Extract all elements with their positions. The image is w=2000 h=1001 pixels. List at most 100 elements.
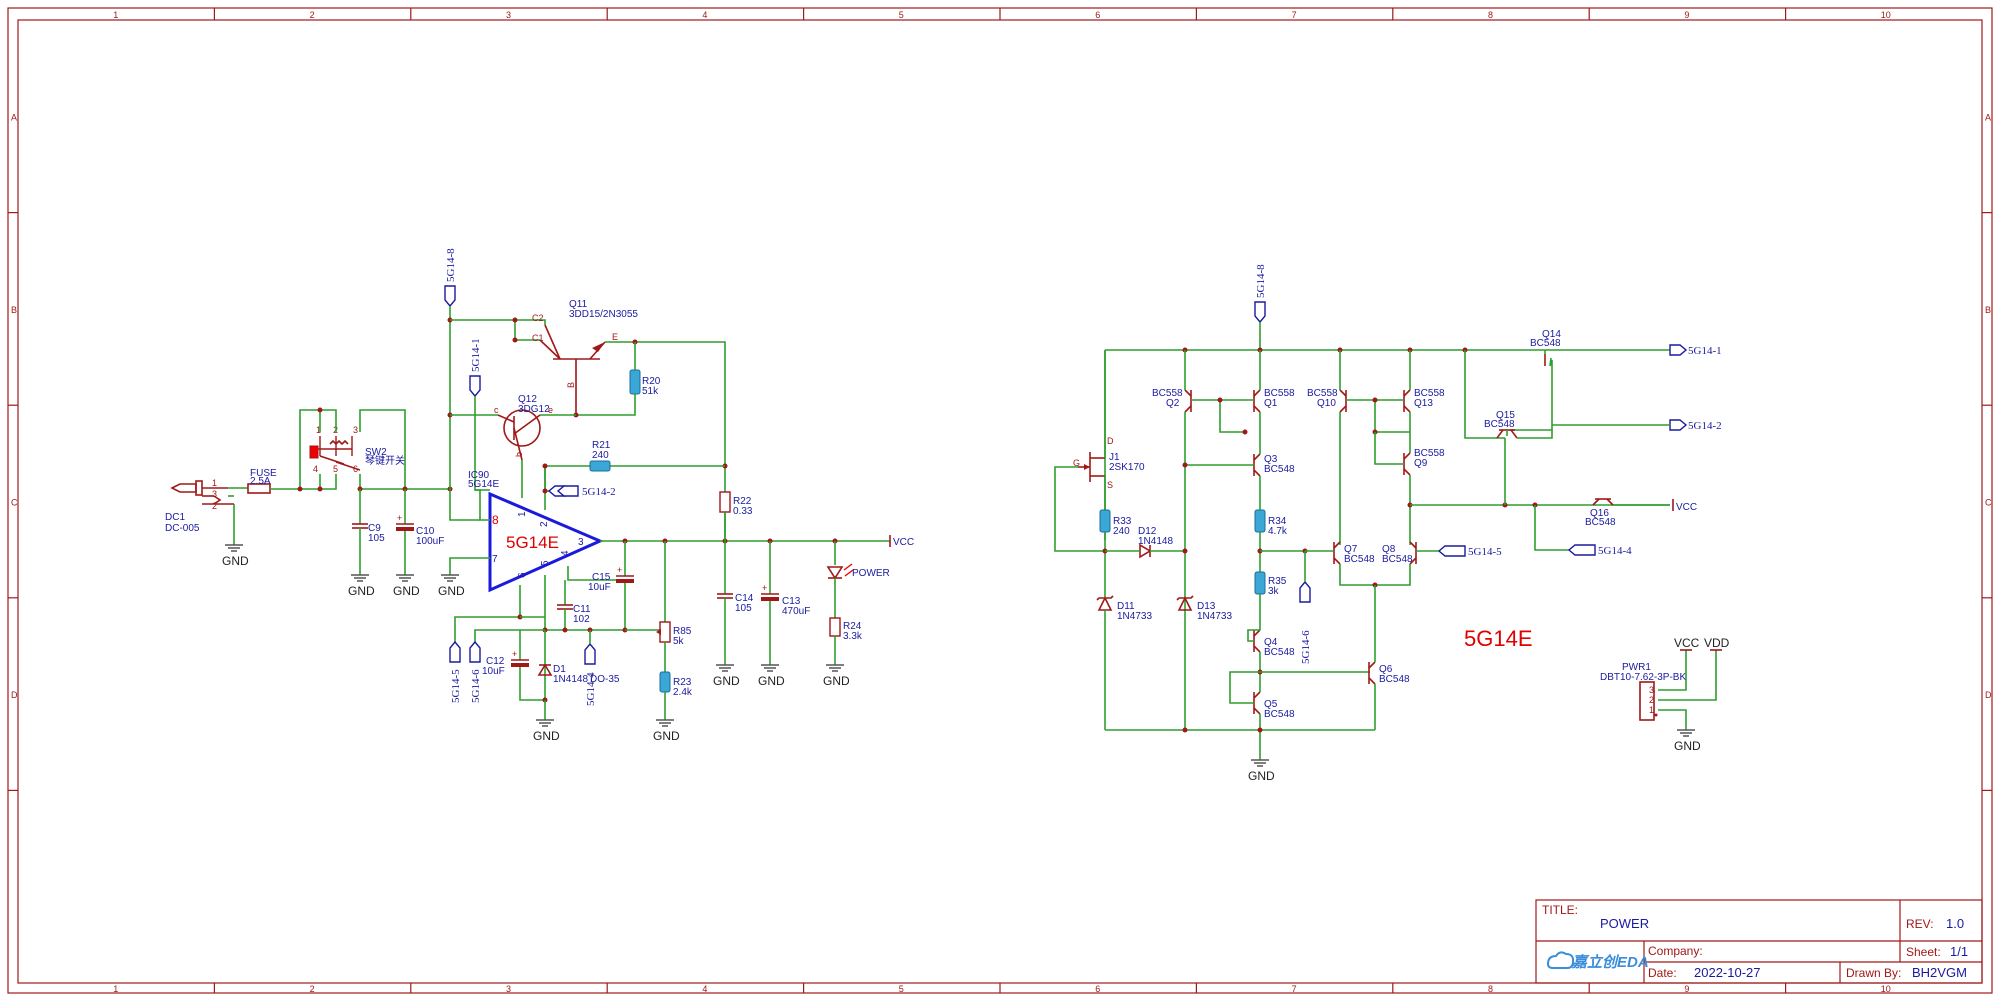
port-5g14-2-left[interactable]: 5G14-2 (547, 485, 616, 498)
r35-ref: R35 (1268, 576, 1287, 587)
q3-transistor-symbol[interactable] (1253, 453, 1261, 477)
port-5g14-4-right[interactable]: 5G14-4 (1567, 544, 1632, 557)
port-5g14-4-left[interactable]: 5G14-4 (584, 642, 597, 706)
c12-value: 10uF (482, 666, 505, 677)
q9-ref: Q9 (1414, 458, 1428, 469)
q5-transistor-symbol[interactable] (1253, 691, 1261, 715)
q6-transistor-symbol[interactable] (1368, 661, 1376, 685)
gnd-symbol: GND (348, 574, 375, 598)
svg-text:5G14-2: 5G14-2 (1688, 420, 1722, 432)
svg-text:+: + (762, 583, 767, 593)
q10-transistor-symbol[interactable] (1339, 389, 1347, 413)
c10-ref: C10 (416, 526, 435, 537)
j1-value: 2SK170 (1109, 462, 1145, 473)
c13-ref: C13 (782, 596, 801, 607)
ic90-value: 5G14E (468, 479, 499, 490)
frame-column-10: 10 (1881, 984, 1891, 994)
j1-jfet-symbol[interactable] (1078, 452, 1105, 482)
port-5g14-1-right[interactable]: 5G14-1 (1669, 344, 1722, 357)
r24-value: 3.3k (843, 631, 863, 642)
r34-resistor[interactable] (1254, 509, 1266, 533)
pwr-pin-1: 1 (1649, 705, 1654, 715)
port-5g14-2-right[interactable]: 5G14-2 (1669, 419, 1722, 432)
port-5g14-5-right[interactable]: 5G14-5 (1437, 545, 1502, 558)
r33-resistor[interactable] (1099, 509, 1111, 533)
r33-ref: R33 (1113, 516, 1132, 527)
c9-value: 105 (368, 533, 385, 544)
q13-transistor-symbol[interactable] (1403, 389, 1411, 413)
q7-transistor-symbol[interactable] (1333, 541, 1341, 565)
q4-transistor-symbol[interactable] (1253, 629, 1261, 653)
q5-ref: Q5 (1264, 699, 1278, 710)
pwr1-connector-symbol[interactable] (1639, 681, 1658, 721)
sw-pin-4: 4 (313, 464, 318, 474)
gnd-label: GND (1248, 769, 1275, 783)
r34-ref: R34 (1268, 516, 1287, 527)
chip-5g14e-symbol[interactable] (488, 491, 604, 593)
r24-resistor[interactable] (829, 617, 841, 637)
q8-transistor-symbol[interactable] (1409, 541, 1417, 565)
q2-value: BC558 (1152, 388, 1183, 399)
d11-zener-symbol[interactable] (1096, 595, 1114, 611)
r35-resistor[interactable] (1254, 571, 1266, 595)
frame-column-4: 4 (702, 10, 707, 20)
frame-row-D: D (1985, 690, 1992, 700)
frame-row-A: A (11, 112, 17, 122)
svg-text:5G14-4: 5G14-4 (585, 672, 597, 706)
vcc-label-pwr: VCC (1674, 636, 1700, 650)
gnd-symbol: GND (393, 574, 420, 598)
c10-value: 100uF (416, 536, 444, 547)
c9-ref: C9 (368, 523, 381, 534)
q11-transistor-symbol[interactable] (539, 324, 606, 415)
r22-resistor[interactable] (719, 491, 731, 513)
frame-column-6: 6 (1095, 984, 1100, 994)
r85-potentiometer[interactable] (659, 621, 671, 643)
port-5g14-5-left[interactable]: 5G14-5 (449, 640, 462, 703)
gnd-label: GND (222, 554, 249, 568)
frame-column-8: 8 (1488, 10, 1493, 20)
vcc-label-module: VCC (1676, 502, 1697, 513)
d13-zener-symbol[interactable] (1176, 595, 1194, 611)
d1-value: 1N4148 (553, 674, 588, 685)
q16-transistor-symbol[interactable] (1592, 498, 1614, 506)
q13-value: BC558 (1414, 388, 1445, 399)
frame-column-1: 1 (113, 984, 118, 994)
frame-column-5: 5 (899, 10, 904, 20)
q6-ref: Q6 (1379, 664, 1393, 675)
d1-ref: D1 (553, 664, 566, 675)
r24-ref: R24 (843, 621, 862, 632)
r21-resistor[interactable] (589, 460, 611, 472)
sw-pin-5: 5 (333, 464, 338, 474)
port-5g14-8-right[interactable]: 5G14-8 (1254, 264, 1267, 324)
frame-row-A: A (1985, 112, 1991, 122)
q9-value: BC558 (1414, 448, 1445, 459)
svg-text:S: S (1107, 480, 1113, 490)
port-5g14-6-left[interactable]: 5G14-6 (469, 640, 482, 703)
q2-ref: Q2 (1166, 398, 1180, 409)
r34-value: 4.7k (1268, 526, 1288, 537)
svg-text:5G14-6: 5G14-6 (470, 669, 482, 703)
q8-ref: Q8 (1382, 544, 1396, 555)
sheet-label: Sheet: (1906, 945, 1941, 959)
q12-transistor-symbol[interactable] (497, 409, 541, 461)
r23-resistor[interactable] (659, 671, 671, 693)
q10-value: BC558 (1307, 388, 1338, 399)
module-label: 5G14E (1464, 626, 1533, 651)
r20-resistor[interactable] (629, 369, 641, 395)
q9-transistor-symbol[interactable] (1403, 452, 1411, 476)
port-5g14-8-left[interactable]: 5G14-8 (444, 248, 457, 308)
port-5g14-6-right[interactable]: 5G14-6 (1299, 580, 1312, 664)
svg-text:5G14-8: 5G14-8 (1255, 264, 1267, 298)
port-5g14-1-left[interactable]: 5G14-1 (469, 338, 482, 398)
frame-column-3: 3 (506, 10, 511, 20)
sw2-switch-symbol[interactable] (309, 436, 361, 471)
frame-column-7: 7 (1292, 984, 1297, 994)
power-led-symbol[interactable] (826, 563, 854, 580)
svg-text:5G14-4: 5G14-4 (1598, 545, 1632, 557)
dc-jack-symbol[interactable] (170, 480, 234, 505)
q1-transistor-symbol[interactable] (1253, 389, 1261, 413)
d1-diode-symbol[interactable] (537, 663, 553, 676)
q2-transistor-symbol[interactable] (1184, 389, 1192, 413)
